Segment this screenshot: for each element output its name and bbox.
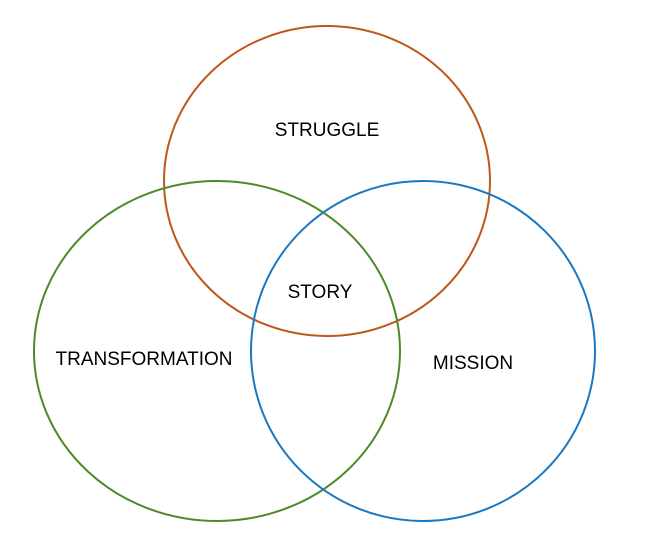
struggle-circle bbox=[163, 25, 491, 337]
mission-label: MISSION bbox=[433, 353, 513, 374]
struggle-label: STRUGGLE bbox=[275, 120, 380, 141]
story-center-label: STORY bbox=[288, 282, 353, 303]
transformation-label: TRANSFORMATION bbox=[56, 349, 233, 370]
transformation-circle bbox=[33, 180, 401, 522]
mission-circle bbox=[250, 180, 596, 522]
